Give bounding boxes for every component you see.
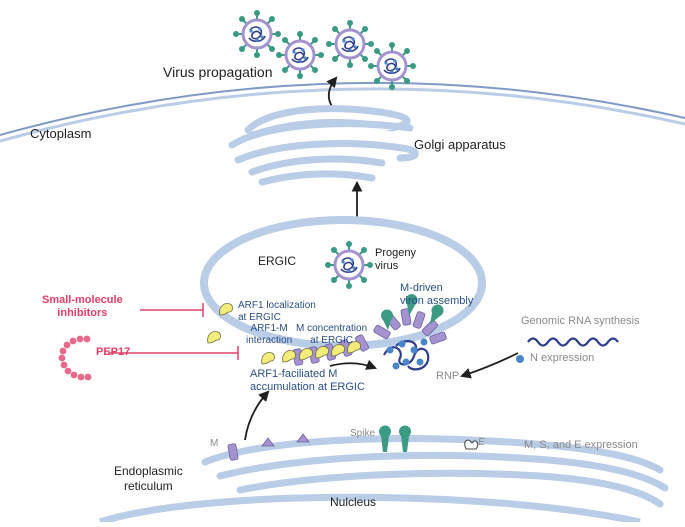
- virion-released-2: [274, 29, 326, 81]
- e-protein-er: [464, 439, 479, 450]
- label-m-concentration: M concentration at ERGIC: [296, 323, 368, 346]
- label-golgi: Golgi apparatus: [414, 137, 506, 152]
- label-pep17: PEP17: [96, 346, 131, 358]
- m-protein-er-2: [261, 437, 275, 447]
- plasma-membrane-inner: [0, 87, 685, 143]
- label-ergic: ERGIC: [258, 254, 297, 268]
- plasma-membrane: [0, 81, 685, 136]
- label-m-driven-assembly: M-driven viron assembly: [400, 282, 474, 307]
- label-genomic-rna: Genomic RNA synthesis: [521, 315, 640, 327]
- golgi-apparatus: [228, 105, 419, 186]
- nucleus-envelope: [98, 493, 641, 526]
- label-e: E: [478, 437, 485, 448]
- inhibition-pep17: [108, 346, 239, 360]
- label-m: M: [210, 438, 219, 449]
- label-progeny-virus: Progeny virus: [375, 247, 416, 272]
- arrow-to-rnp: [329, 359, 378, 370]
- label-n-expression: N expression: [530, 352, 595, 364]
- inhibition-small-molecule: [140, 303, 204, 317]
- arrow-from-er: [244, 390, 270, 441]
- label-small-molecule-inhibitors: Small-molecule inhibitors: [42, 294, 123, 319]
- label-rnp: RNP: [436, 370, 460, 382]
- label-spike: Spike: [350, 428, 376, 439]
- virion-released-3: [324, 18, 376, 70]
- endoplasmic-reticulum: [201, 435, 669, 508]
- label-nucleus: Nulcleus: [330, 495, 377, 509]
- m-protein-er-3: [296, 433, 310, 443]
- n-protein-dot: [516, 355, 524, 363]
- progeny-virion: [323, 239, 375, 291]
- label-cytoplasm: Cytoplasm: [30, 126, 92, 141]
- arrow-rna-to-rnp: [459, 352, 519, 379]
- pep17-peptide: [58, 335, 92, 381]
- virion-released-4: [366, 40, 418, 92]
- virion-released-1: [231, 8, 283, 60]
- budding-virion: [372, 294, 448, 371]
- label-arf1-facilitated: ARF1-faciliated M accumulation at ERGIC: [250, 368, 365, 393]
- label-arf1-m-interaction: ARF1-M interaction: [246, 323, 293, 346]
- label-virus-propagation: Virus propagation: [163, 64, 273, 80]
- arf1-cytosolic: [207, 331, 221, 344]
- label-endoplasmic-reticulum: Endoplasmic reticulum: [114, 464, 183, 493]
- spike-er: [379, 425, 411, 452]
- genomic-rna-wave: [527, 337, 619, 347]
- label-arf1-localization: ARF1 localization at ERGIC: [238, 300, 316, 323]
- label-mse-expression: M, S, and E expression: [524, 439, 638, 451]
